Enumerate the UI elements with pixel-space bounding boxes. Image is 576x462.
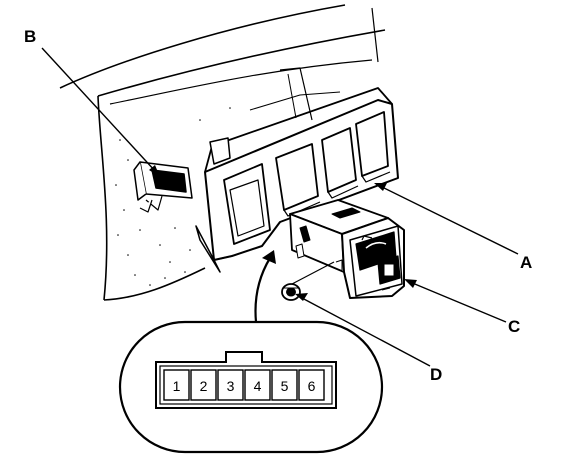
pin-label-4: 4 [254,378,262,394]
leader-arrowheads [149,165,417,301]
dashboard-panel [59,4,386,301]
arrowhead-c [404,279,417,288]
pin-label-6: 6 [308,378,316,394]
callout-label-c: C [508,317,520,336]
connector-terminal-view: 1 2 3 4 5 6 [118,320,384,454]
switch-bezel [195,87,399,273]
switch-assembly [289,199,405,299]
leader-line-d [301,297,431,367]
pin-label-3: 3 [227,378,235,394]
arrowhead-a [374,183,387,191]
callout-label-b: B [24,27,36,46]
screw [281,261,335,301]
callout-label-d: D [430,365,442,384]
pin-label-2: 2 [200,378,208,394]
arrowhead-d [295,293,308,301]
connector-view-arrow [254,257,271,323]
harness-connector [133,161,193,213]
connector-view-arrowhead [262,250,276,264]
callout-label-a: A [520,253,532,272]
leader-line-c [409,281,507,323]
pin-cells [163,369,325,401]
dashboard-shading [115,107,231,286]
pin-label-1: 1 [173,378,181,394]
arrowhead-b [149,165,160,177]
leader-line-b [41,47,157,173]
pin-label-5: 5 [281,378,289,394]
leader-line-a [379,185,519,255]
leader-lines [41,47,519,367]
